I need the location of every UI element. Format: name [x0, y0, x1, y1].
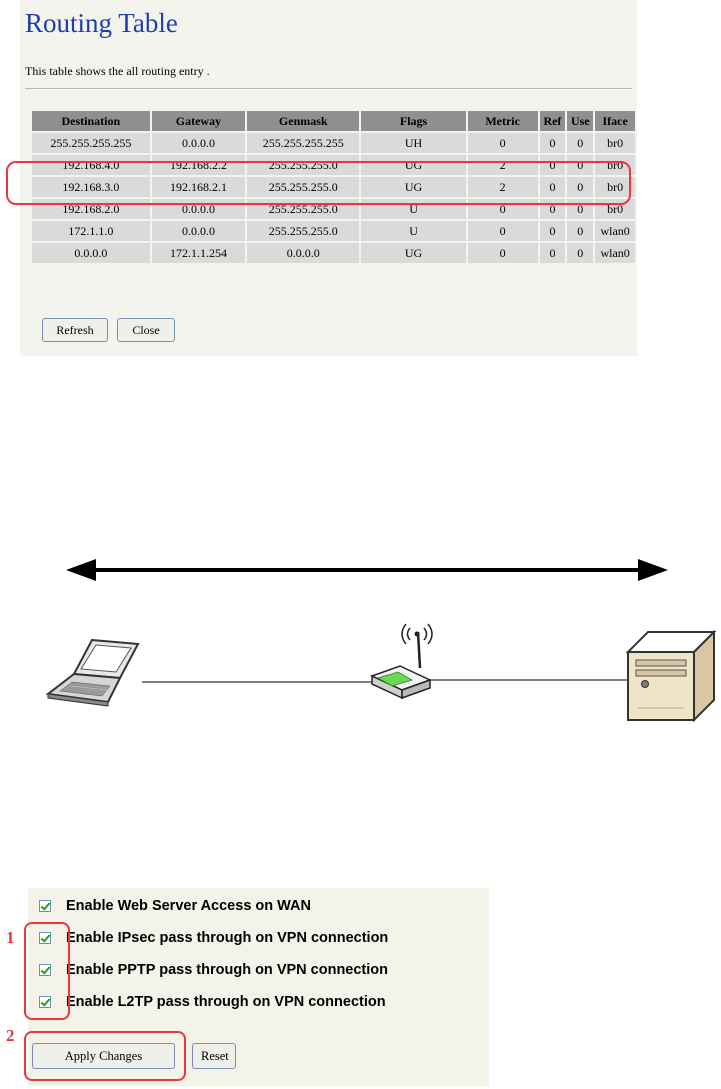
cell-gateway: 192.168.2.1: [151, 177, 246, 197]
cell-gateway: 172.1.1.254: [151, 243, 246, 263]
cell-destination: 172.1.1.0: [32, 221, 150, 241]
apply-changes-button[interactable]: Apply Changes: [32, 1043, 175, 1069]
double-arrow: [66, 559, 668, 581]
option-label: Enable PPTP pass through on VPN connecti…: [66, 962, 388, 978]
option-label: Enable L2TP pass through on VPN connecti…: [66, 994, 386, 1010]
cell-use: 0: [567, 155, 594, 175]
cell-destination: 192.168.3.0: [32, 177, 150, 197]
column-header-genmask: Genmask: [247, 111, 360, 131]
cell-flags: UH: [361, 133, 466, 153]
refresh-button[interactable]: Refresh: [42, 318, 108, 342]
cell-metric: 2: [467, 177, 538, 197]
cell-flags: U: [361, 221, 466, 241]
cell-gateway: 0.0.0.0: [151, 221, 246, 241]
cell-flags: UG: [361, 243, 466, 263]
cell-ref: 0: [539, 177, 566, 197]
cell-genmask: 255.255.255.0: [247, 221, 360, 241]
column-header-destination: Destination: [32, 111, 150, 131]
checkbox-ipsec-passthrough[interactable]: [39, 932, 51, 944]
cell-iface: br0: [595, 133, 635, 153]
checkbox-l2tp-passthrough[interactable]: [39, 996, 51, 1008]
table-row: 192.168.3.0 192.168.2.1 255.255.255.0 UG…: [32, 177, 635, 197]
option-pptp-passthrough: Enable PPTP pass through on VPN connecti…: [39, 960, 388, 980]
highlight-box-routes: [6, 161, 631, 205]
divider: [25, 88, 632, 89]
option-web-server-access: Enable Web Server Access on WAN: [39, 896, 311, 916]
option-l2tp-passthrough: Enable L2TP pass through on VPN connecti…: [39, 992, 386, 1012]
step-number-1: 1: [6, 928, 15, 947]
cell-destination: 0.0.0.0: [32, 243, 150, 263]
laptop-icon: [45, 638, 140, 707]
checkbox-pptp-passthrough[interactable]: [39, 964, 51, 976]
table-row: 192.168.4.0 192.168.2.2 255.255.255.0 UG…: [32, 155, 635, 175]
column-header-iface: Iface: [595, 111, 635, 131]
wireless-router-icon: [370, 623, 433, 700]
cell-iface: wlan0: [595, 243, 635, 263]
option-label: Enable IPsec pass through on VPN connect…: [66, 930, 389, 946]
cell-ref: 0: [539, 155, 566, 175]
option-label: Enable Web Server Access on WAN: [66, 898, 311, 914]
table-row: 255.255.255.255 0.0.0.0 255.255.255.255 …: [32, 133, 635, 153]
step-number-2: 2: [6, 1026, 15, 1045]
cell-genmask: 255.255.255.255: [247, 133, 360, 153]
cell-gateway: 0.0.0.0: [151, 133, 246, 153]
checkbox-web-server-access[interactable]: [39, 900, 51, 912]
cell-destination: 255.255.255.255: [32, 133, 150, 153]
close-button[interactable]: Close: [117, 318, 175, 342]
cell-use: 0: [567, 177, 594, 197]
cell-genmask: 0.0.0.0: [247, 243, 360, 263]
table-description: This table shows the all routing entry .: [25, 64, 210, 78]
page-title: Routing Table: [25, 8, 178, 38]
highlight-box-checkboxes: [24, 922, 70, 1020]
column-header-metric: Metric: [467, 111, 538, 131]
option-ipsec-passthrough: Enable IPsec pass through on VPN connect…: [39, 928, 388, 948]
cell-flags: UG: [361, 177, 466, 197]
cell-use: 0: [567, 133, 594, 153]
cell-iface: wlan0: [595, 221, 635, 241]
cell-metric: 0: [467, 243, 538, 263]
table-row: 172.1.1.0 0.0.0.0 255.255.255.0 U 0 0 0 …: [32, 221, 635, 241]
cell-genmask: 255.255.255.0: [247, 177, 360, 197]
cell-ref: 0: [539, 133, 566, 153]
cell-ref: 0: [539, 243, 566, 263]
table-header-row: Destination Gateway Genmask Flags Metric…: [32, 111, 635, 131]
cell-iface: br0: [595, 177, 635, 197]
column-header-flags: Flags: [361, 111, 466, 131]
reset-button[interactable]: Reset: [192, 1043, 236, 1069]
column-header-gateway: Gateway: [151, 111, 246, 131]
column-header-ref: Ref: [539, 111, 566, 131]
column-header-use: Use: [567, 111, 594, 131]
cell-use: 0: [567, 221, 594, 241]
server-icon: [625, 629, 717, 723]
cell-metric: 2: [467, 155, 538, 175]
table-row: 0.0.0.0 172.1.1.254 0.0.0.0 UG 0 0 0 wla…: [32, 243, 635, 263]
cell-metric: 0: [467, 133, 538, 153]
network-diagram: [45, 559, 717, 723]
cell-ref: 0: [539, 221, 566, 241]
cell-use: 0: [567, 243, 594, 263]
highlight-box-apply: [24, 1031, 186, 1081]
cell-metric: 0: [467, 221, 538, 241]
